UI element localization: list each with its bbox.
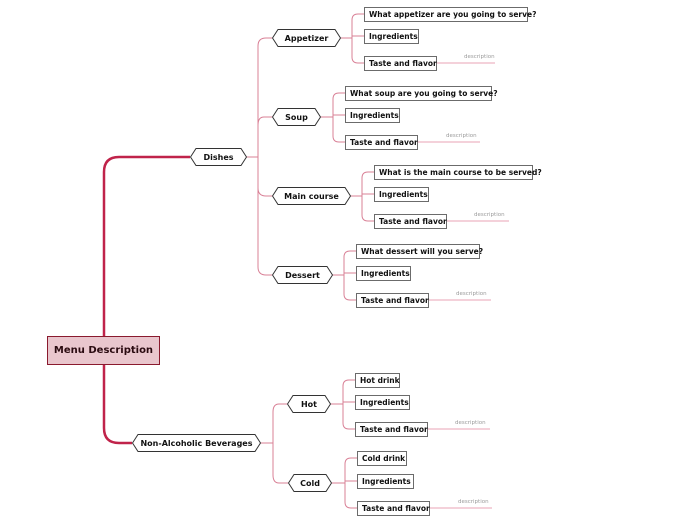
leaf-main-course-question[interactable]: What is the main course to be served? [374, 165, 542, 180]
leaf-dessert-taste[interactable]: Taste and flavor [356, 293, 429, 308]
connectors-appetizer [340, 13, 495, 64]
cold-description[interactable]: description [458, 499, 489, 505]
leaf-soup-question-label: What soup are you going to serve? [350, 89, 498, 98]
leaf-appetizer-ingredients[interactable]: Ingredients [364, 29, 419, 44]
appetizer-description[interactable]: description [464, 54, 495, 60]
soup-description[interactable]: description [446, 133, 477, 139]
leaf-dessert-taste-label: Taste and flavor [361, 296, 429, 305]
leaf-soup-taste[interactable]: Taste and flavor [345, 135, 418, 150]
leaf-cold-ingredients-label: Ingredients [362, 477, 411, 486]
root-node[interactable]: Menu Description [47, 336, 160, 365]
leaf-dessert-question[interactable]: What dessert will you serve? [356, 244, 484, 259]
topic-dishes[interactable]: Dishes [190, 148, 247, 166]
subtopic-cold-label: Cold [300, 478, 320, 488]
connectors-beverages [260, 403, 288, 484]
leaf-main-course-taste-label: Taste and flavor [379, 217, 447, 226]
leaf-cold-taste[interactable]: Taste and flavor [357, 501, 430, 516]
leaf-soup-taste-label: Taste and flavor [350, 138, 418, 147]
connectors-cold [331, 457, 492, 509]
subtopic-dessert[interactable]: Dessert [272, 266, 333, 284]
connector-root-dishes [102, 155, 190, 336]
topic-beverages-label: Non-Alcoholic Beverages [140, 438, 253, 448]
root-label: Menu Description [53, 345, 154, 356]
leaf-cold-taste-label: Taste and flavor [362, 504, 430, 513]
connectors-dessert [332, 250, 491, 301]
connectors-dishes [246, 37, 272, 276]
connectors-main-course [350, 171, 509, 222]
leaf-appetizer-ingredients-label: Ingredients [369, 32, 418, 41]
connectors-soup [320, 92, 480, 143]
leaf-hot-taste[interactable]: Taste and flavor [355, 422, 428, 437]
leaf-main-course-ingredients-label: Ingredients [379, 190, 428, 199]
leaf-dessert-ingredients-label: Ingredients [361, 269, 410, 278]
leaf-main-course-ingredients[interactable]: Ingredients [374, 187, 429, 202]
subtopic-hot[interactable]: Hot [287, 395, 331, 413]
leaf-appetizer-taste[interactable]: Taste and flavor [364, 56, 437, 71]
leaf-dessert-ingredients[interactable]: Ingredients [356, 266, 411, 281]
leaf-hot-drink[interactable]: Hot drink [355, 373, 400, 388]
subtopic-appetizer[interactable]: Appetizer [272, 29, 341, 47]
topic-dishes-label: Dishes [203, 152, 234, 162]
subtopic-main-course[interactable]: Main course [272, 187, 351, 205]
leaf-soup-ingredients-label: Ingredients [350, 111, 399, 120]
leaf-main-course-question-label: What is the main course to be served? [379, 168, 542, 177]
main-course-description[interactable]: description [474, 212, 505, 218]
leaf-appetizer-question[interactable]: What appetizer are you going to serve? [364, 7, 536, 22]
subtopic-soup-label: Soup [285, 112, 308, 122]
leaf-appetizer-taste-label: Taste and flavor [369, 59, 437, 68]
leaf-cold-drink[interactable]: Cold drink [357, 451, 407, 466]
leaf-soup-ingredients[interactable]: Ingredients [345, 108, 400, 123]
leaf-hot-drink-label: Hot drink [360, 376, 400, 385]
leaf-cold-drink-label: Cold drink [362, 454, 406, 463]
leaf-appetizer-question-label: What appetizer are you going to serve? [369, 10, 537, 19]
leaf-hot-ingredients-label: Ingredients [360, 398, 409, 407]
leaf-dessert-question-label: What dessert will you serve? [361, 247, 484, 256]
subtopic-dessert-label: Dessert [285, 270, 320, 280]
connectors-hot [330, 379, 490, 430]
leaf-soup-question[interactable]: What soup are you going to serve? [345, 86, 498, 101]
connector-root-beverages [102, 365, 132, 445]
dessert-description[interactable]: description [456, 291, 487, 297]
subtopic-soup[interactable]: Soup [272, 108, 321, 126]
hot-description[interactable]: description [455, 420, 486, 426]
subtopic-hot-label: Hot [300, 399, 317, 409]
leaf-main-course-taste[interactable]: Taste and flavor [374, 214, 447, 229]
leaf-hot-ingredients[interactable]: Ingredients [355, 395, 410, 410]
leaf-hot-taste-label: Taste and flavor [360, 425, 428, 434]
leaf-cold-ingredients[interactable]: Ingredients [357, 474, 414, 489]
subtopic-appetizer-label: Appetizer [284, 33, 329, 43]
subtopic-main-course-label: Main course [284, 191, 339, 201]
topic-beverages[interactable]: Non-Alcoholic Beverages [132, 434, 261, 452]
subtopic-cold[interactable]: Cold [288, 474, 332, 492]
